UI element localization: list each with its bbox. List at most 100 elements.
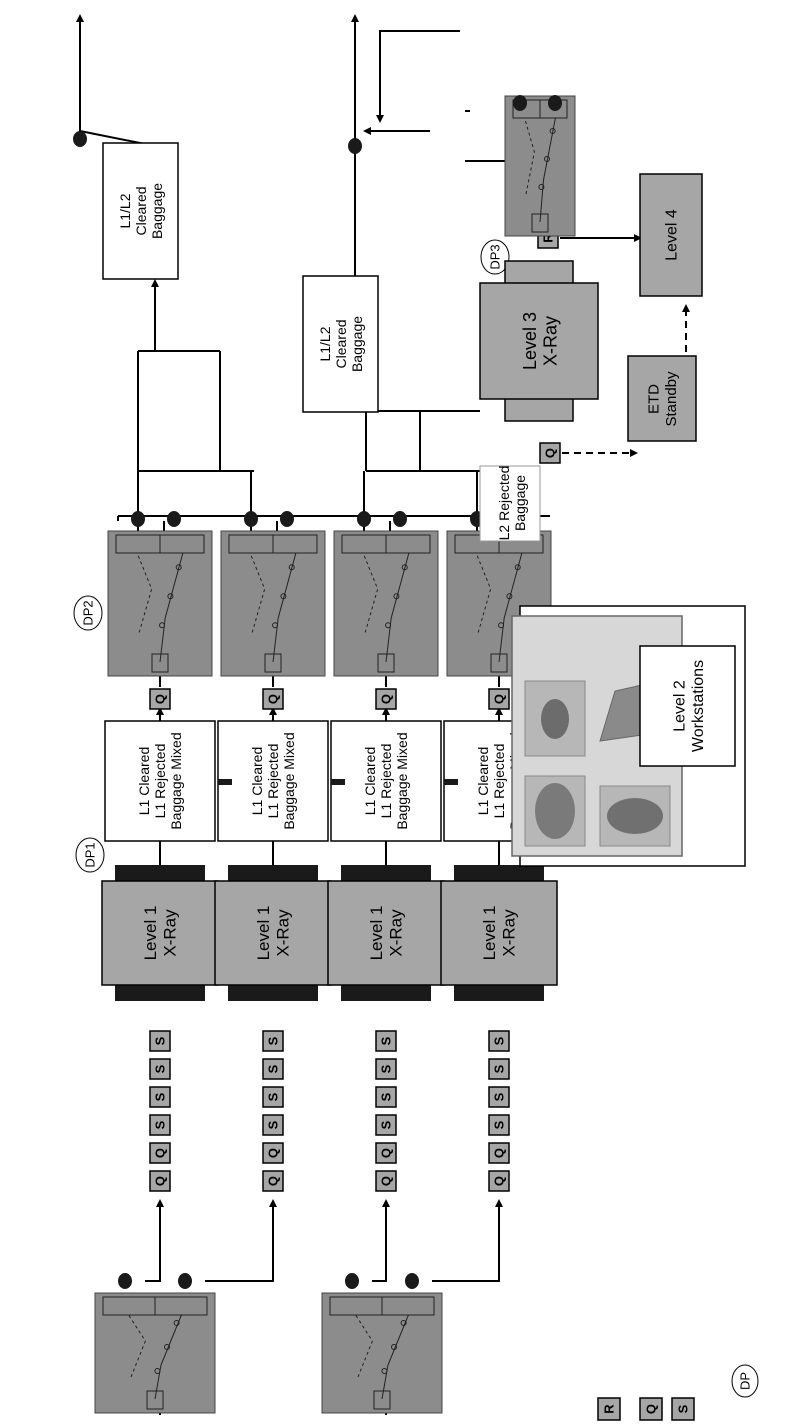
row3-separation-conveyor-6-label: S <box>379 1036 394 1045</box>
decision-point-1: DP1 <box>76 838 104 872</box>
post-screen-sorter-1 <box>108 531 212 676</box>
diverter-dot <box>178 1273 192 1289</box>
cleared-baggage-box-2: L1/L2ClearedBaggage <box>303 276 378 412</box>
row1-queue-conveyor-1: Q <box>150 1171 170 1191</box>
legend-s-symbol: S <box>676 1404 691 1413</box>
row2-separation-conveyor-3: S <box>263 1115 283 1135</box>
post-screen-sorter-3 <box>334 531 438 676</box>
level1-xray-label: Level 1X-Ray <box>141 906 180 961</box>
diverter-dot <box>548 95 562 111</box>
row2-separation-conveyor-5-label: S <box>266 1064 281 1073</box>
flow-line <box>380 31 460 121</box>
diverter-dot <box>348 138 362 154</box>
row4-separation-conveyor-5: S <box>489 1059 509 1079</box>
diverter-dot <box>118 1273 132 1289</box>
row3-queue-after-screening: Q <box>376 689 396 709</box>
diverter-dot <box>280 511 294 527</box>
row1-queue-after-screening: Q <box>150 689 170 709</box>
row3-queue-after-screening-label: Q <box>379 694 394 704</box>
row1-queue-conveyor-1-label: Q <box>153 1176 168 1186</box>
row4-separation-conveyor-4: S <box>489 1087 509 1107</box>
row4-queue-after-screening: Q <box>489 689 509 709</box>
row2-queue-conveyor-2: Q <box>263 1143 283 1163</box>
legend-dp-symbol: DP <box>738 1372 753 1390</box>
l1-mixed-box-1: L1 ClearedL1 RejectedBaggage Mixed <box>105 721 215 841</box>
row1-separation-conveyor-5-label: S <box>153 1064 168 1073</box>
row3-separation-conveyor-4-label: S <box>379 1092 394 1101</box>
etd-standby: ETDStandby <box>628 356 696 441</box>
l2-rejected-baggage: L2 RejectedBaggage <box>480 466 540 541</box>
row3-queue-conveyor-2: Q <box>376 1143 396 1163</box>
legend-r-symbol: R <box>602 1404 617 1414</box>
l1-mixed-label: L1 ClearedL1 RejectedBaggage Mixed <box>136 732 184 829</box>
row2-queue-after-screening: Q <box>263 689 283 709</box>
level1-xray-2: Level 1X-Ray <box>215 865 331 1001</box>
row1-queue-conveyor-2: Q <box>150 1143 170 1163</box>
row3-queue-conveyor-1: Q <box>376 1171 396 1191</box>
row1-queue-conveyor-2-label: Q <box>153 1148 168 1158</box>
row3-queue-conveyor-2-label: Q <box>379 1148 394 1158</box>
level4: Level 4 <box>640 174 702 296</box>
row4-separation-conveyor-5-label: S <box>492 1064 507 1073</box>
diverter-dot <box>73 131 87 147</box>
row1-separation-conveyor-3: S <box>150 1115 170 1135</box>
level3-sorter <box>505 96 575 236</box>
row3-separation-conveyor-6: S <box>376 1031 396 1051</box>
l1-mixed-label: L1 ClearedL1 RejectedBaggage Mixed <box>249 732 297 829</box>
diverter-dot <box>345 1273 359 1289</box>
row2-queue-conveyor-1: Q <box>263 1171 283 1191</box>
row4-separation-conveyor-6: S <box>489 1031 509 1051</box>
l1-mixed-box-3: L1 ClearedL1 RejectedBaggage Mixed <box>331 721 441 841</box>
legend-q: Q <box>640 1398 662 1420</box>
level4-label: Level 4 <box>664 209 681 261</box>
row3-separation-conveyor-3: S <box>376 1115 396 1135</box>
l2-rejected-label: L2 RejectedBaggage <box>496 466 528 541</box>
diverter-dot <box>357 511 371 527</box>
level3-xray: Level 3X-Ray <box>480 261 598 421</box>
row4-queue-after-screening-label: Q <box>492 694 507 704</box>
legend-r: R <box>598 1398 620 1420</box>
row2-separation-conveyor-4: S <box>263 1087 283 1107</box>
legend-dp: DP <box>732 1365 758 1397</box>
level1-xray-3: Level 1X-Ray <box>328 865 444 1001</box>
diverter-dot <box>393 511 407 527</box>
checkin-sorter-1 <box>95 1293 215 1413</box>
row1-queue-after-screening-label: Q <box>153 694 168 704</box>
row2-queue-conveyor-2-label: Q <box>266 1148 281 1158</box>
mixed-box-separator <box>218 779 232 785</box>
row2-separation-conveyor-6: S <box>263 1031 283 1051</box>
level3-xray-label: Level 3X-Ray <box>520 312 561 370</box>
row4-separation-conveyor-4-label: S <box>492 1092 507 1101</box>
mixed-box-separator <box>331 779 345 785</box>
row3-separation-conveyor-3-label: S <box>379 1120 394 1129</box>
xray-image-bag-3-content <box>607 798 663 834</box>
row1-separation-conveyor-4-label: S <box>153 1092 168 1101</box>
cleared-baggage-box-1: L1/L2ClearedBaggage <box>103 143 178 279</box>
row3-separation-conveyor-4: S <box>376 1087 396 1107</box>
level1-xray-label: Level 1X-Ray <box>254 906 293 961</box>
decision-point-2: DP2 <box>74 596 102 630</box>
row4-separation-conveyor-3: S <box>489 1115 509 1135</box>
row2-separation-conveyor-6-label: S <box>266 1036 281 1045</box>
row4-separation-conveyor-3-label: S <box>492 1120 507 1129</box>
l1-mixed-box-2: L1 ClearedL1 RejectedBaggage Mixed <box>218 721 328 841</box>
row4-queue-conveyor-1-label: Q <box>492 1176 507 1186</box>
decision-point-2-label: DP2 <box>81 600 96 625</box>
legend-q-symbol: Q <box>644 1404 659 1414</box>
level1-xray-label: Level 1X-Ray <box>367 906 406 961</box>
flow-line <box>432 1226 499 1281</box>
row1-separation-conveyor-4: S <box>150 1087 170 1107</box>
row3-separation-conveyor-5-label: S <box>379 1064 394 1073</box>
row4-separation-conveyor-6-label: S <box>492 1036 507 1045</box>
legend: R Q S DP <box>598 1365 758 1420</box>
flow-line <box>145 1226 160 1281</box>
diverter-dot <box>405 1273 419 1289</box>
level1-xray-4: Level 1X-Ray <box>441 865 557 1001</box>
rejected-queue-conveyor: Q <box>540 443 560 463</box>
legend-s: S <box>672 1398 694 1420</box>
post-screen-sorter-2 <box>221 531 325 676</box>
level1-xray-1: Level 1X-Ray <box>102 865 218 1001</box>
row3-separation-conveyor-5: S <box>376 1059 396 1079</box>
row1-separation-conveyor-6: S <box>150 1031 170 1051</box>
